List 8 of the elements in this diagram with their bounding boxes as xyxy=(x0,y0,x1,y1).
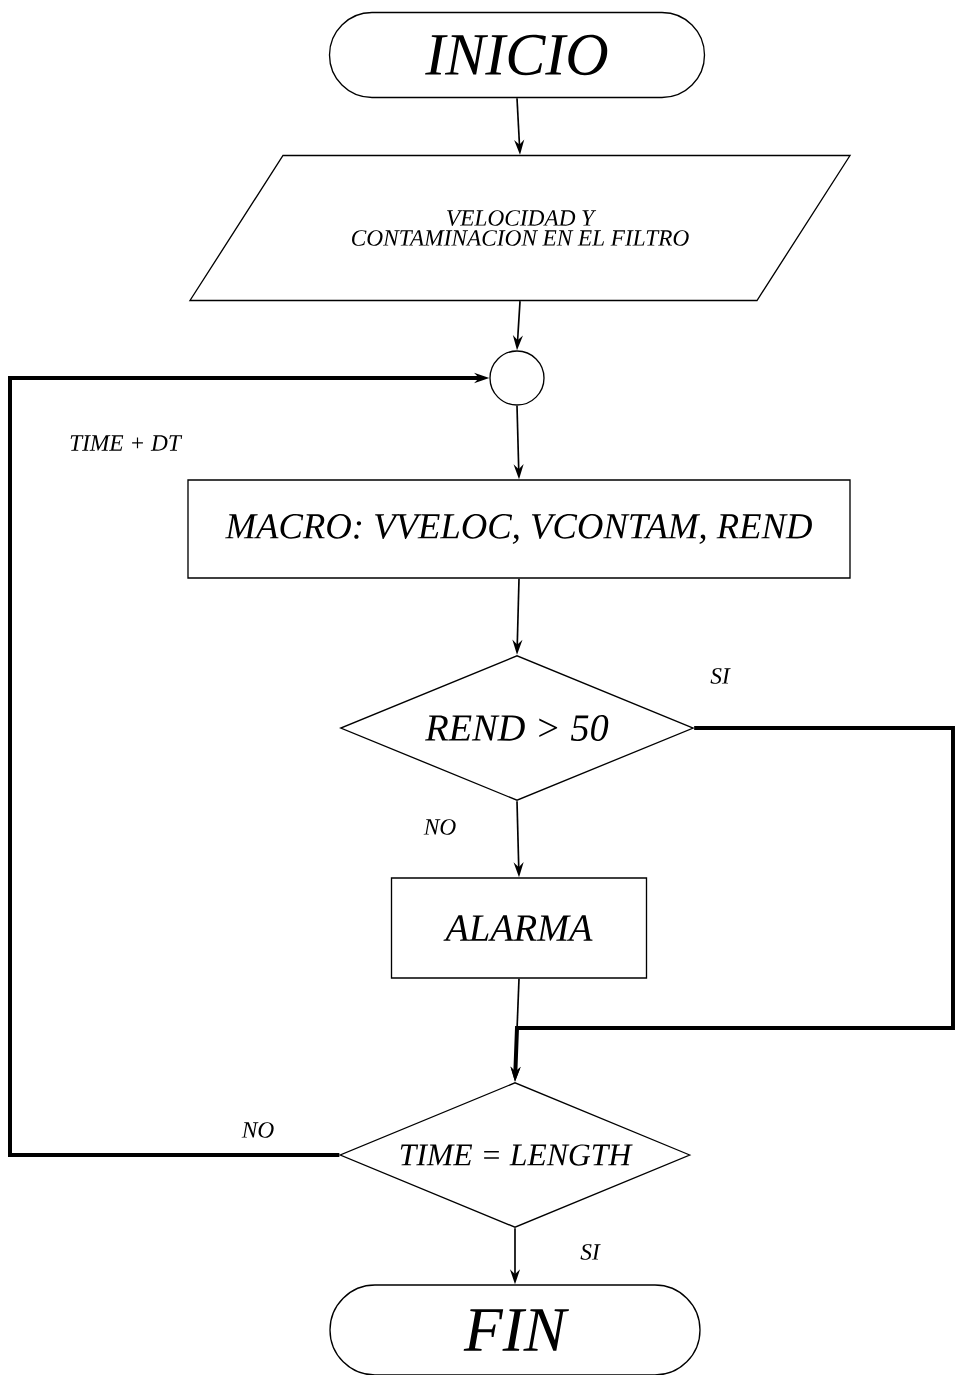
note-label: TIME + DT xyxy=(70,435,183,451)
process-box: ALARMA xyxy=(390,877,648,979)
connector-circle xyxy=(489,350,545,406)
edge-label: SI xyxy=(708,666,732,686)
edge-label: NO xyxy=(422,817,458,837)
process-box: MACRO: VVELOC, VCONTAM, REND xyxy=(187,479,851,579)
edge-label: SI xyxy=(578,1242,602,1262)
edge-label: NO xyxy=(240,1120,276,1140)
